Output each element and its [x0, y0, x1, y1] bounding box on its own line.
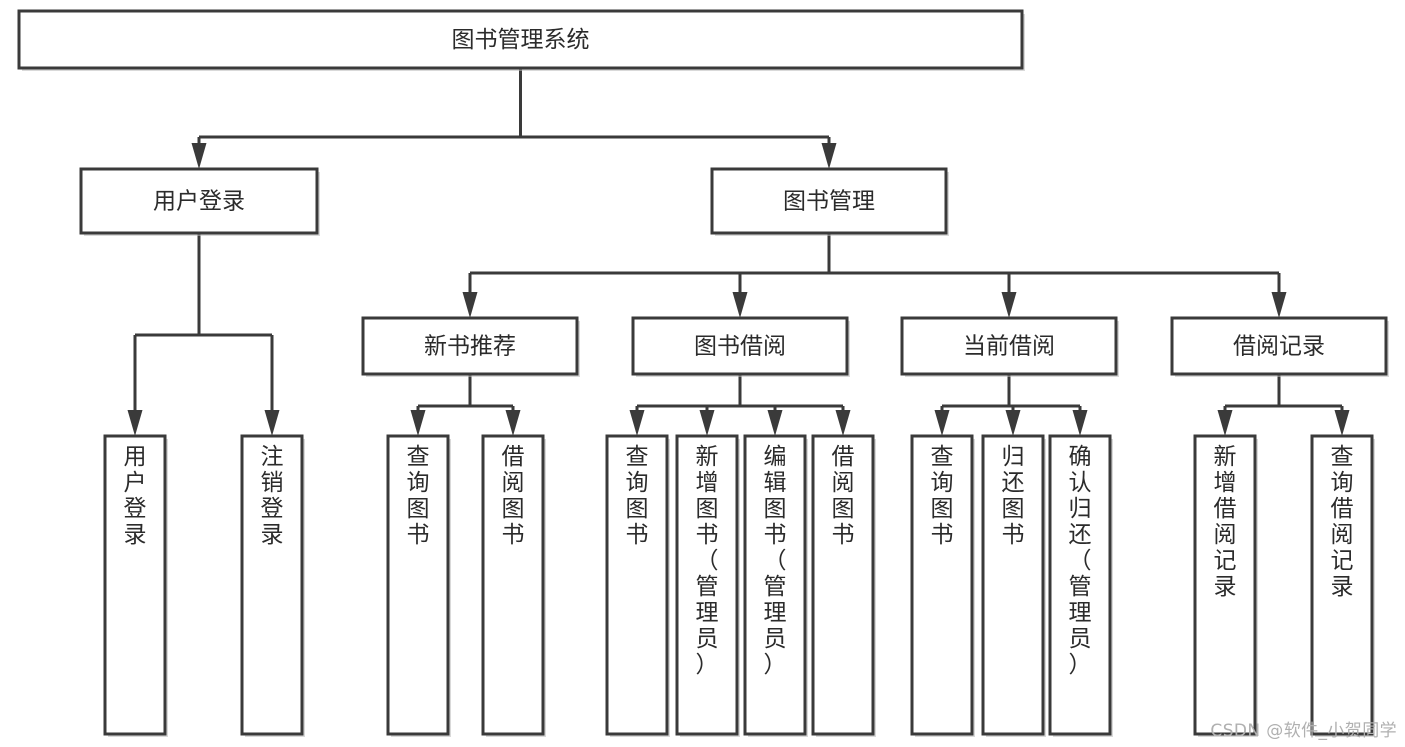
- node-label: 图书管理系统: [452, 27, 590, 53]
- node-box[interactable]: [910, 434, 974, 736]
- node-label: 归还图书: [1002, 444, 1025, 548]
- node-box[interactable]: [79, 167, 319, 235]
- node-records[interactable]: 借阅记录: [1170, 316, 1389, 377]
- node-root[interactable]: 图书管理系统: [17, 9, 1025, 71]
- node-box[interactable]: [811, 434, 875, 736]
- node-label: 新书推荐: [424, 334, 516, 360]
- node-leaf-current-3[interactable]: 确认归还（管理员）: [1048, 434, 1113, 737]
- node-label: 图书借阅: [694, 334, 786, 360]
- node-leaf-current-2[interactable]: 归还图书: [981, 434, 1046, 737]
- node-leaf-rec-2[interactable]: 查询借阅记录: [1310, 434, 1375, 737]
- node-box[interactable]: [743, 434, 807, 736]
- node-label: 新增借阅记录: [1214, 444, 1237, 600]
- node-box[interactable]: [1193, 434, 1257, 736]
- node-label: 查询图书: [626, 444, 649, 548]
- node-label: 注销登录: [261, 444, 284, 548]
- node-leaf-borrow-4[interactable]: 借阅图书: [811, 434, 876, 737]
- node-label: 用户登录: [124, 444, 147, 548]
- node-leaf-login-1[interactable]: 用户登录: [103, 434, 168, 737]
- node-leaf-new-2[interactable]: 借阅图书: [481, 434, 546, 737]
- node-label: 查询图书: [931, 444, 954, 548]
- connector-edge-bookmgmt-bus: [462, 233, 1287, 318]
- node-box[interactable]: [981, 434, 1045, 736]
- node-box[interactable]: [386, 434, 450, 736]
- connector-edge-borrow-bus: [629, 374, 851, 436]
- node-label: 借阅图书: [832, 444, 855, 548]
- node-current[interactable]: 当前借阅: [900, 316, 1119, 377]
- connector-edge-newbook-bus: [410, 374, 521, 436]
- node-box[interactable]: [675, 434, 739, 736]
- node-layer: 图书管理系统用户登录图书管理新书推荐图书借阅当前借阅借阅记录用户登录注销登录查询…: [17, 9, 1389, 737]
- node-login[interactable]: 用户登录: [79, 167, 320, 236]
- node-box[interactable]: [103, 434, 167, 736]
- node-leaf-login-2[interactable]: 注销登录: [240, 434, 305, 737]
- node-label: 查询借阅记录: [1331, 444, 1354, 600]
- node-leaf-borrow-3[interactable]: 编辑图书（管理员）: [743, 434, 808, 737]
- node-label: 当前借阅: [963, 334, 1055, 360]
- node-label: 用户登录: [153, 189, 245, 215]
- node-box[interactable]: [631, 316, 849, 376]
- node-leaf-new-1[interactable]: 查询图书: [386, 434, 451, 737]
- connector-edge-records-bus: [1217, 374, 1350, 436]
- connector-layer: [127, 68, 1350, 436]
- node-leaf-borrow-2[interactable]: 新增图书（管理员）: [675, 434, 740, 737]
- connector-edge-current-bus: [934, 374, 1088, 436]
- node-box[interactable]: [481, 434, 545, 736]
- node-leaf-rec-1[interactable]: 新增借阅记录: [1193, 434, 1258, 737]
- node-label: 借阅记录: [1233, 334, 1325, 360]
- node-bookmgmt[interactable]: 图书管理: [710, 167, 949, 236]
- node-box[interactable]: [17, 9, 1024, 70]
- connector-edge-root-bus: [191, 68, 837, 169]
- node-leaf-borrow-1[interactable]: 查询图书: [605, 434, 670, 737]
- node-box[interactable]: [1170, 316, 1388, 376]
- node-label: 借阅图书: [502, 444, 525, 548]
- node-label: 新增图书（管理员）: [696, 444, 719, 678]
- node-box[interactable]: [1048, 434, 1112, 736]
- node-box[interactable]: [900, 316, 1118, 376]
- node-box[interactable]: [361, 316, 579, 376]
- connector-edge-login-bus: [127, 233, 280, 436]
- node-box[interactable]: [710, 167, 948, 235]
- node-borrow[interactable]: 图书借阅: [631, 316, 850, 377]
- node-newbook[interactable]: 新书推荐: [361, 316, 580, 377]
- node-label: 图书管理: [783, 189, 875, 215]
- node-leaf-current-1[interactable]: 查询图书: [910, 434, 975, 737]
- node-label: 编辑图书（管理员）: [764, 444, 787, 678]
- node-box[interactable]: [605, 434, 669, 736]
- node-box[interactable]: [1310, 434, 1374, 736]
- node-label: 查询图书: [407, 444, 430, 548]
- node-label: 确认归还（管理员）: [1069, 444, 1092, 678]
- node-box[interactable]: [240, 434, 304, 736]
